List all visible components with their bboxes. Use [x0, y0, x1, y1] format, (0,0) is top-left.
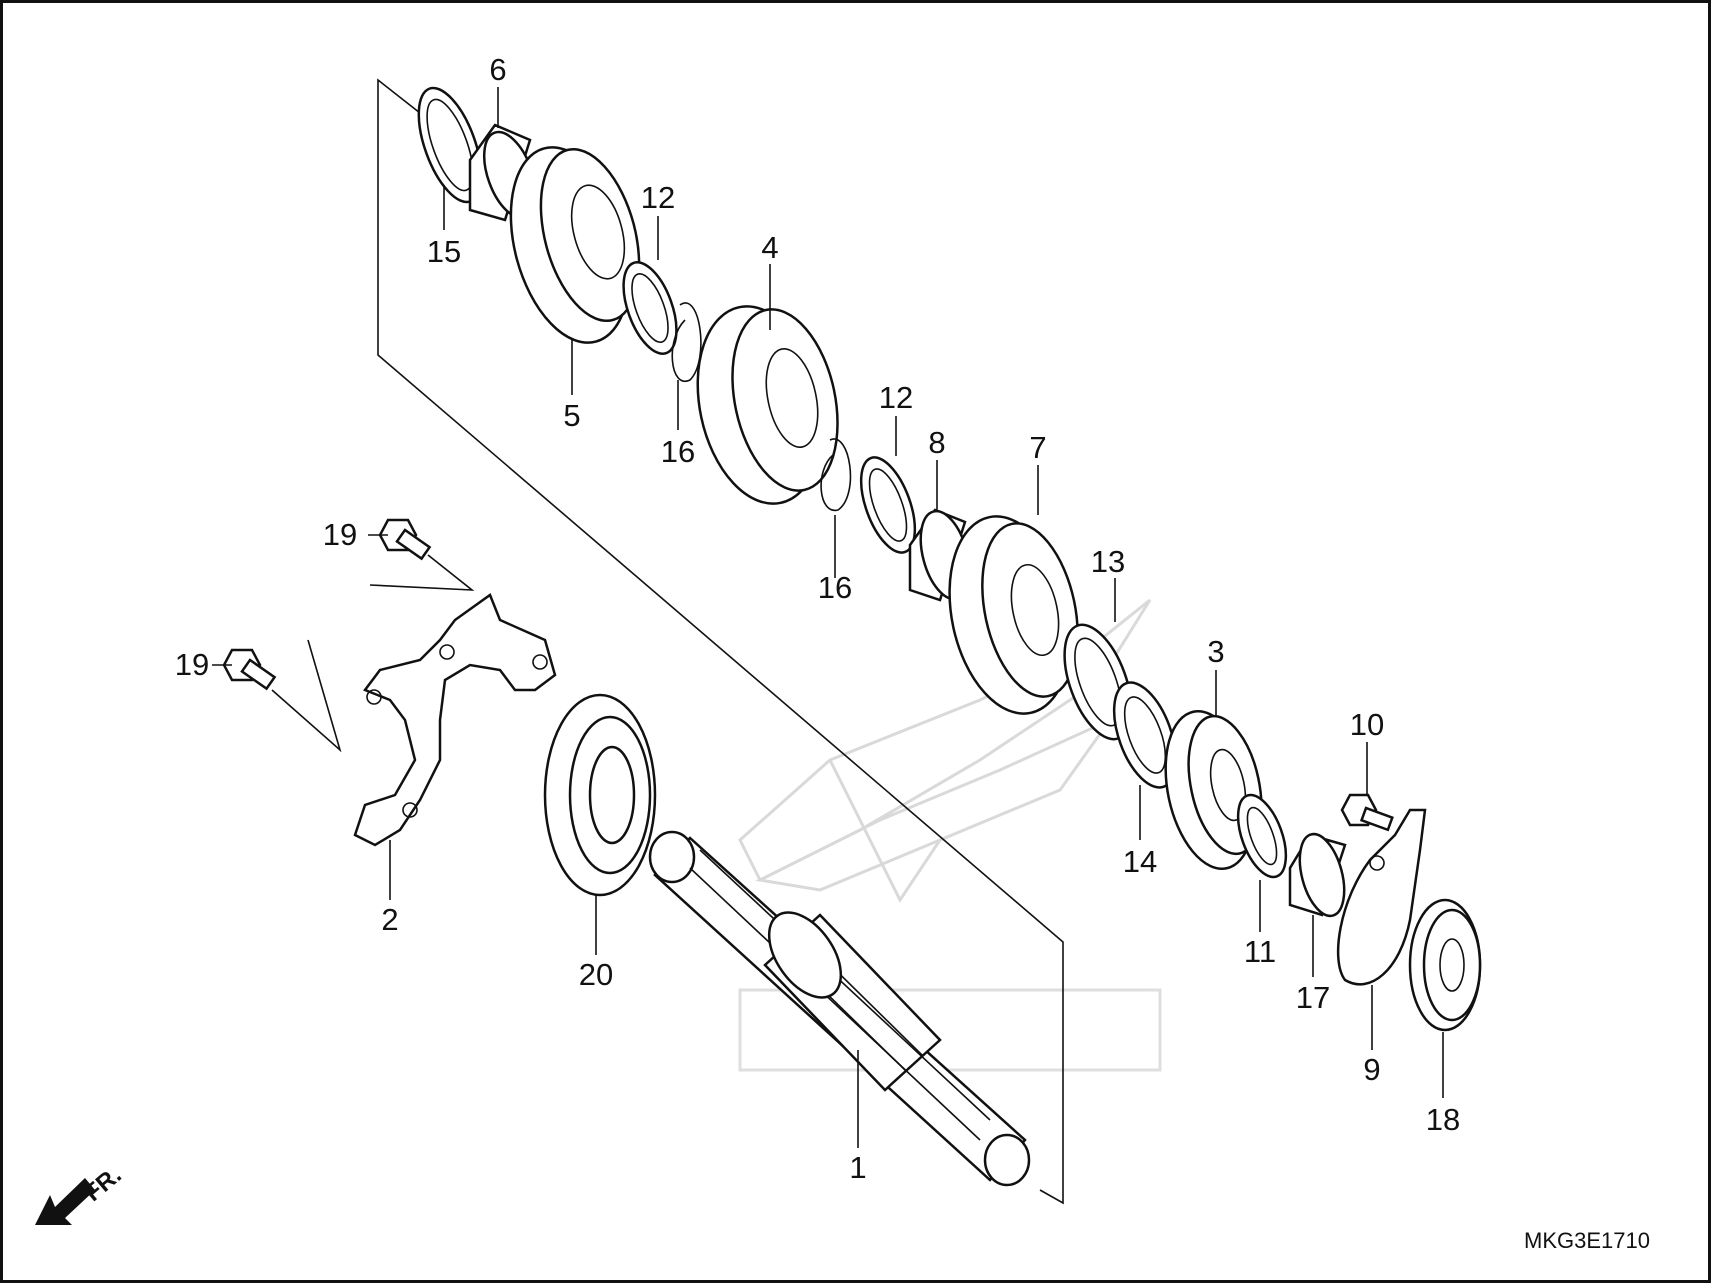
bolt-19-upper-part: [378, 518, 432, 561]
callout-6: 6: [489, 52, 506, 87]
stopper-plate-part: [353, 593, 557, 847]
callout-19-upper: 19: [323, 517, 357, 552]
washer-11-part: [1236, 793, 1288, 879]
callout-16-lower: 16: [818, 570, 852, 605]
drawing-code: MKG3E1710: [1524, 1228, 1650, 1253]
front-arrow-icon: [35, 1178, 95, 1225]
circlip-16-lower-part: [820, 438, 852, 511]
bearing-holder-9-part: [1336, 808, 1427, 986]
callout-12-lower: 12: [879, 380, 913, 415]
callout-10: 10: [1350, 707, 1384, 742]
callout-20: 20: [579, 957, 613, 992]
gear-4-part: [696, 305, 839, 505]
gear-7-part: [948, 515, 1079, 715]
callout-5: 5: [563, 398, 580, 433]
callout-18: 18: [1426, 1102, 1460, 1137]
callout-9: 9: [1363, 1052, 1380, 1087]
callout-leaders: [212, 87, 1444, 1148]
bushing-6-part: [468, 123, 538, 222]
brand-watermark: [738, 598, 1162, 1072]
callout-labels: 1 2 3 4 5 6 7 8 9 10 11 12 12 13 14 15 1…: [175, 52, 1460, 1185]
bolt-19-lower-part: [222, 648, 277, 691]
callout-4: 4: [761, 230, 778, 265]
bolt-10-part: [1340, 793, 1394, 832]
callout-16-upper: 16: [661, 434, 695, 469]
callout-12-upper: 12: [641, 180, 675, 215]
bearing-18-part: [1408, 898, 1482, 1032]
bearing-20-part: [543, 693, 657, 897]
needle-bearing-17-part: [1288, 832, 1347, 918]
callout-8: 8: [928, 425, 945, 460]
washer-12-upper-part: [622, 261, 678, 355]
lock-washer-14-part: [1112, 681, 1178, 789]
front-direction-marker: FR.: [35, 1161, 127, 1225]
callout-15: 15: [427, 234, 461, 269]
front-label: FR.: [80, 1161, 127, 1207]
callout-1: 1: [849, 1150, 866, 1185]
circlip-16-upper-part: [671, 302, 702, 383]
callout-3: 3: [1207, 634, 1224, 669]
gear-5-part: [509, 146, 641, 344]
callout-7: 7: [1029, 430, 1046, 465]
callout-19-lower: 19: [175, 647, 209, 682]
mainshaft-part: [648, 830, 1031, 1187]
washer-12-lower-part: [859, 456, 917, 554]
bolt-leaders: [271, 554, 475, 753]
callout-11: 11: [1244, 934, 1276, 969]
callout-14: 14: [1123, 844, 1157, 879]
assembly-outline: [377, 78, 1064, 1205]
callout-17: 17: [1296, 980, 1330, 1015]
callout-2: 2: [381, 902, 398, 937]
callout-13: 13: [1091, 544, 1125, 579]
